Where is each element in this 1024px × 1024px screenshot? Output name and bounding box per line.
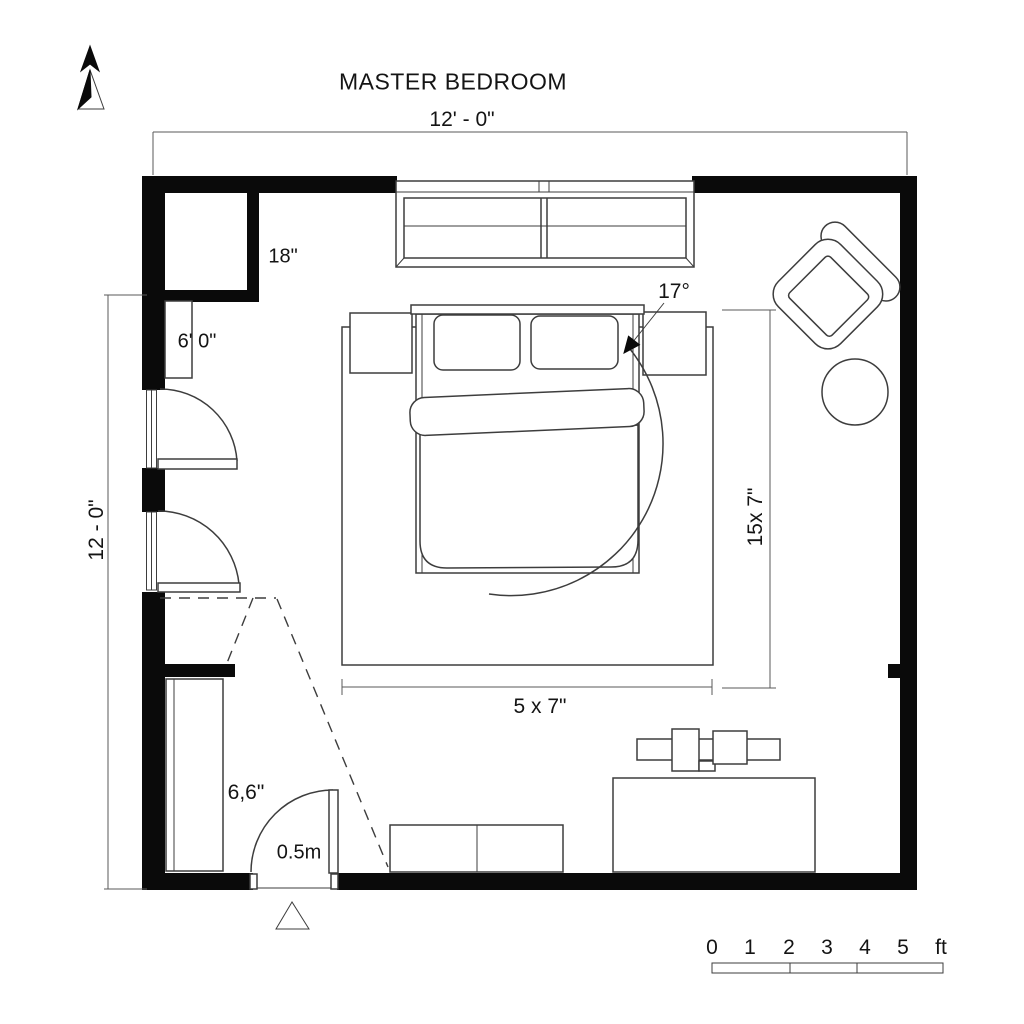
door-upper-swing-arc [159, 388, 238, 462]
tv-speaker-right [712, 730, 748, 765]
wall-stub-left-interior [165, 664, 235, 677]
wardrobe [165, 678, 224, 872]
closet-width-label: 6' 0" [177, 330, 217, 353]
scale-unit-label: ft [935, 936, 947, 959]
tv-connector [698, 760, 716, 772]
scale-bar [711, 962, 944, 974]
closet-wall-vertical [247, 193, 259, 302]
bed-duvet [419, 424, 639, 569]
closet-wall-horizontal [142, 290, 259, 302]
window-bevel-left [395, 257, 405, 268]
wall-left-mid [142, 468, 165, 512]
wall-top-left [142, 176, 397, 193]
wall-top-right [692, 176, 917, 193]
door-upper-leaf [157, 458, 238, 470]
window-center-tick [538, 180, 550, 193]
page-title: MASTER BEDROOM [338, 68, 568, 95]
scale-tick-5: 5 [897, 936, 909, 959]
door-lower-leaf [157, 582, 241, 593]
wardrobe-width-label: 6,6" [227, 781, 265, 804]
rotation-arrowhead-icon [623, 335, 641, 354]
window-outer-frame [395, 180, 695, 268]
path-dash-left [226, 597, 254, 664]
door-entry-jamb-right [330, 873, 339, 890]
armchair [772, 221, 901, 350]
door-entry-swing-arc [250, 789, 334, 873]
rotation-annotation [488, 302, 665, 597]
scale-tick-4: 4 [859, 936, 871, 959]
walls [142, 176, 917, 890]
bed-rotation-label: 17° [658, 280, 690, 303]
pillow-left [433, 314, 521, 371]
dim-rug-label: 5 x 7" [513, 695, 567, 718]
tv-speaker-left [671, 728, 700, 772]
north-arrow-icon [76, 44, 105, 111]
window-inner-frame [403, 197, 687, 259]
tv-soundbar [636, 738, 781, 761]
closet-shelf [164, 300, 193, 379]
round-side-table [821, 358, 889, 426]
scale-bar-rect [711, 962, 944, 974]
wall-bottom-left [142, 873, 253, 890]
scale-tick-2: 2 [783, 936, 795, 959]
scale-tick-1: 1 [744, 936, 756, 959]
rotation-swing-arc [488, 348, 664, 597]
door-width-label: 0.5m [276, 841, 322, 864]
bed-blanket-roll-shape [409, 387, 645, 437]
dim-left-label: 12 - 0" [85, 499, 108, 561]
window [395, 180, 695, 268]
armchair-cushion [787, 255, 870, 338]
bed [349, 304, 707, 574]
north-arrow-body-fill [76, 69, 92, 111]
dresser [612, 777, 816, 873]
nightstand-left [349, 312, 413, 374]
door-entry-jamb-left [249, 873, 258, 890]
dimension-lines [104, 131, 908, 890]
path-dash-right [276, 598, 389, 868]
wall-bottom-right [337, 873, 917, 890]
wall-left-lower [142, 592, 165, 890]
rotation-leader-line [631, 302, 665, 344]
north-arrow-head [79, 44, 101, 73]
window-bevel-right [685, 257, 695, 268]
bed-headboard [410, 304, 645, 315]
closet-depth-label: 18" [268, 245, 298, 268]
wall-right-stub [888, 664, 900, 678]
doors [146, 388, 339, 930]
circulation-path [160, 597, 389, 868]
scale-tick-0: 0 [706, 936, 718, 959]
door-entry-leaf [328, 789, 339, 874]
door-lower-swing-arc [157, 510, 240, 585]
pillow-right [530, 315, 619, 370]
dim-right-label: 15x 7" [744, 487, 767, 547]
bed-blanket-roll [409, 387, 645, 437]
nightstand-right [642, 311, 707, 376]
door-entry-direction-triangle-icon [275, 901, 310, 930]
dim-top-label: 12' - 0" [429, 108, 495, 131]
wall-right [900, 176, 917, 890]
wall-left-upper [142, 176, 165, 390]
scale-tick-3: 3 [821, 936, 833, 959]
tv-console-items [636, 728, 781, 772]
